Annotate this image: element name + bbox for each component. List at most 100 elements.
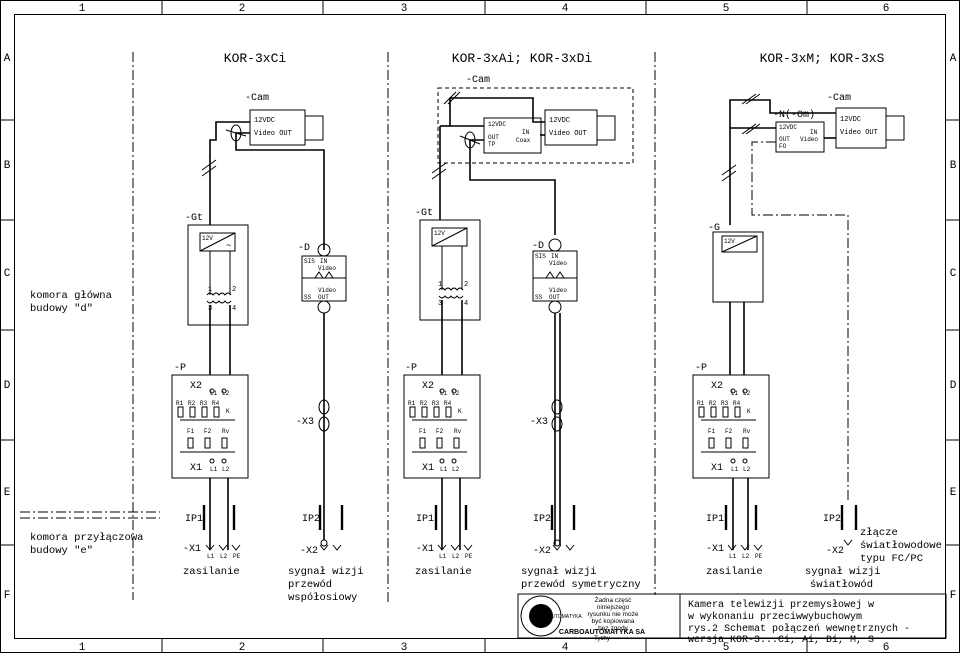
l1-label: L1	[731, 466, 739, 473]
surge-out-label: OUT	[549, 294, 560, 301]
x1-connector-label: -X1	[416, 544, 434, 555]
title-line: Kamera telewizji przemysłowej w	[688, 599, 874, 611]
title-line: wersja KOR-3...Ci, Ai, Di, M, S	[688, 634, 874, 646]
section-title-ai-di: KOR-3xAi; KOR-3xDi	[452, 51, 593, 66]
col-label: 3	[401, 642, 408, 653]
x2-connector-label: -X2	[300, 546, 318, 557]
stamp-notice: bez zgody	[598, 625, 628, 632]
power-12v-label: 12V	[724, 238, 735, 245]
ip1-label: IP1	[185, 514, 203, 525]
col-label: 1	[79, 3, 86, 15]
surge-out-label: OUT	[318, 294, 329, 301]
f-label: F1	[708, 428, 716, 435]
komora-przylaczowa-label: budowy "e"	[30, 545, 93, 557]
section-title-ci: KOR-3xCi	[224, 51, 287, 66]
col-label: 4	[562, 3, 569, 15]
surge-in-label: IN	[320, 258, 328, 265]
title-block: Kamera telewizji przemysłowej w w wykona…	[679, 593, 947, 646]
l2-label: L2	[452, 466, 460, 473]
camera-supply-label: 12VDC	[549, 117, 570, 125]
komora-glowna-label: komora główna	[30, 290, 112, 302]
col-label: 1	[79, 642, 86, 653]
row-label: A	[950, 53, 957, 65]
camera-supply-label: 12VDC	[254, 117, 275, 125]
r-label: R3	[200, 400, 208, 407]
f-label: Rv	[454, 428, 462, 435]
terminal-x1-label: X1	[190, 463, 202, 474]
surge-tag: -D	[532, 241, 544, 252]
col-label: 6	[883, 3, 890, 15]
col-label: 4	[562, 642, 569, 653]
l2-label: L2	[742, 553, 750, 560]
company-city: Tychy	[594, 636, 610, 642]
f-label: F2	[725, 428, 733, 435]
converter-coax-label: Coax	[516, 137, 531, 144]
komora-przylaczowa-label: komora przyłączowa	[30, 532, 143, 544]
f-label: Rv	[743, 428, 751, 435]
r-label: R4	[444, 400, 452, 407]
company-stamp: CARBOAUTOMATYKA Żadna część niniejszego …	[517, 593, 681, 642]
l1-label: L1	[440, 390, 448, 397]
terminal-x1-label: X1	[422, 463, 434, 474]
l1-label: L1	[440, 466, 448, 473]
surge-in-label: IN	[551, 253, 559, 260]
camera-tag: -Cam	[466, 75, 490, 86]
converter-fo-label: FO	[779, 143, 787, 150]
row-label: E	[4, 487, 11, 499]
terminal-box-tag: -P	[695, 363, 707, 374]
col-label: 5	[723, 3, 730, 15]
surge-video-label: Video	[549, 260, 567, 267]
l2-label: L2	[452, 390, 460, 397]
l1-label: L1	[731, 390, 739, 397]
l2-label: L2	[220, 553, 228, 560]
r-label: R2	[709, 400, 717, 407]
converter-in-label: IN	[522, 129, 530, 136]
r-label: R1	[408, 400, 416, 407]
pe-label: PE	[233, 553, 241, 560]
col-label: 2	[239, 642, 246, 653]
l1-label: L1	[210, 466, 218, 473]
camera-video-out-label: Video OUT	[549, 130, 587, 138]
row-label: D	[950, 380, 957, 392]
stamp-notice: rysunku nie może	[588, 611, 639, 618]
f-label: F1	[419, 428, 427, 435]
converter-supply-label: 12VDC	[779, 124, 797, 131]
connector-caption: złącze	[860, 527, 898, 539]
r-label: R1	[697, 400, 705, 407]
surge-ss-label: SS	[535, 294, 543, 301]
pin-label: 4	[232, 305, 236, 313]
converter-in-label: IN	[810, 129, 818, 136]
row-label: D	[4, 380, 11, 392]
converter-out-label: OUT	[779, 136, 790, 143]
converter-out-label: OUT	[488, 134, 499, 141]
ip2-label: IP2	[302, 514, 320, 525]
pin-label: 1	[208, 286, 212, 294]
camera-video-out-label: Video OUT	[840, 129, 878, 137]
section-ai-di: -Cam 12VDC OUT TP IN Coax 12VDC Video OU…	[403, 75, 634, 550]
section-title-m-s: KOR-3xM; KOR-3xS	[760, 51, 885, 66]
x2-connector-label: -X2	[533, 546, 551, 557]
svg-text:~: ~	[226, 241, 231, 251]
row-label: B	[950, 160, 957, 172]
pin-label: 2	[464, 281, 468, 289]
terminal-x2-label: X2	[190, 381, 202, 392]
surge-video-label: Video	[318, 265, 336, 272]
camera-video-out-label: Video OUT	[254, 130, 292, 138]
ip2-label: IP2	[823, 514, 841, 525]
power-12v-label: 12V	[434, 230, 445, 237]
pin-label: 3	[438, 300, 442, 308]
cable-caption: przewód	[288, 579, 332, 591]
converter-supply-label: 12VDC	[488, 121, 506, 128]
pin-label: 4	[464, 300, 468, 308]
stamp-notice: niniejszego	[597, 604, 630, 611]
surge-video-label: Video	[318, 287, 336, 294]
row-label: E	[950, 487, 957, 499]
signal-caption: sygnał wizji	[288, 566, 364, 578]
row-label: F	[950, 590, 957, 602]
r-label: R4	[733, 400, 741, 407]
connector-caption: światłowodowe	[860, 540, 942, 552]
x2-connector-label: -X2	[826, 546, 844, 557]
ip1-label: IP1	[416, 514, 434, 525]
power-caption: zasilanie	[706, 566, 763, 578]
r-label: R3	[721, 400, 729, 407]
